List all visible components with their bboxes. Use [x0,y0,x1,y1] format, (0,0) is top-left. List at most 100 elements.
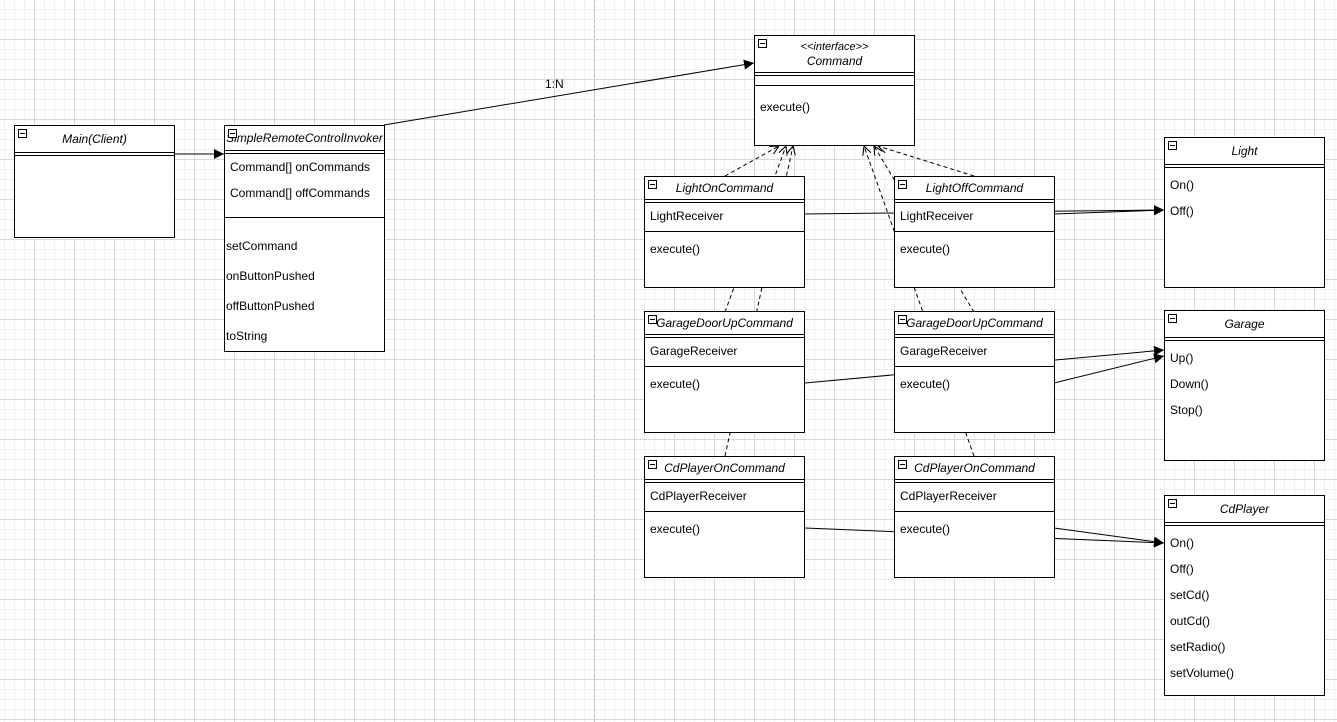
methods-section: execute() [895,367,1054,397]
method-row: On() [1170,178,1194,192]
edge-garageup2-to-garage [1053,353,1165,384]
class-name: Command [806,53,863,68]
method-row: Stop() [1170,403,1203,417]
class-garage-door-up-command-right[interactable]: GarageDoorUpCommand GarageReceiver execu… [894,311,1055,433]
class-cdplayer-on-command-left[interactable]: CdPlayerOnCommand CdPlayerReceiver execu… [644,456,805,578]
methods-section: Up() Down() Stop() [1165,341,1324,423]
multiplicity-label: 1:N [545,77,564,91]
class-light[interactable]: Light On() Off() [1164,137,1325,288]
attribute-row: LightReceiver [650,209,724,223]
class-name: GarageDoorUpCommand [906,316,1043,330]
class-header: <<interface>> Command [755,36,914,76]
collapse-icon[interactable] [648,315,657,324]
edge-cdon2-to-cdplayer [1053,527,1165,547]
class-header: Light [1165,138,1324,168]
class-header: SimpleRemoteControlInvoker [225,126,384,154]
methods-section: execute() [645,232,804,262]
class-name: Main(Client) [62,132,127,146]
collapse-icon[interactable] [228,129,237,138]
collapse-icon[interactable] [898,180,907,189]
method-row: execute() [650,377,701,391]
class-header: Main(Client) [15,126,174,156]
collapse-icon[interactable] [758,39,767,48]
edge-lighton-realizes-command [724,146,779,177]
methods-section: execute() [895,512,1054,542]
attribute-row: CdPlayerReceiver [900,489,997,503]
methods-section: execute() [755,86,914,120]
class-name: SimpleRemoteControlInvoker [226,131,383,145]
class-name: LightOffCommand [925,181,1024,195]
class-header: CdPlayerOnCommand [895,457,1054,483]
method-row: setCommand [226,239,298,253]
stereotype-label: <<interface>> [800,40,869,53]
collapse-icon[interactable] [18,129,27,138]
method-row: Off() [1170,562,1194,576]
collapse-icon[interactable] [1168,314,1177,323]
class-name: GarageDoorUpCommand [656,316,793,330]
method-row: On() [1170,536,1194,550]
collapse-icon[interactable] [648,460,657,469]
edge-lightoff-realizes-command [878,146,975,177]
class-header: LightOnCommand [645,177,804,203]
class-garage-door-up-command-left[interactable]: GarageDoorUpCommand GarageReceiver execu… [644,311,805,433]
method-row: execute() [760,100,811,114]
attributes-section: Command[] onCommands Command[] offComman… [225,154,384,218]
class-header: LightOffCommand [895,177,1054,203]
method-row: execute() [650,242,701,256]
attributes-section [755,76,914,86]
class-main-client[interactable]: Main(Client) [14,125,175,238]
class-name: CdPlayerOnCommand [664,461,785,475]
class-simple-remote-control-invoker[interactable]: SimpleRemoteControlInvoker Command[] onC… [224,125,385,352]
class-light-off-command[interactable]: LightOffCommand LightReceiver execute() [894,176,1055,288]
methods-section: execute() [645,367,804,397]
method-row: execute() [650,522,701,536]
method-row: toString [226,329,268,343]
collapse-icon[interactable] [648,180,657,189]
method-row: onButtonPushed [226,269,315,283]
attribute-row: GarageReceiver [650,344,738,358]
class-header: GarageDoorUpCommand [645,312,804,338]
methods-section: setCommand onButtonPushed offButtonPushe… [225,218,384,351]
class-name: Garage [1224,317,1265,331]
class-header: CdPlayer [1165,496,1324,526]
method-row: Up() [1170,351,1194,365]
class-name: Light [1231,144,1258,158]
class-name: CdPlayerOnCommand [914,461,1035,475]
class-cdplayer[interactable]: CdPlayer On() Off() setCd() outCd() setR… [1164,495,1325,696]
method-row: Down() [1170,377,1209,391]
class-cdplayer-on-command-right[interactable]: CdPlayerOnCommand CdPlayerReceiver execu… [894,456,1055,578]
attributes-section: LightReceiver [895,203,1054,232]
attributes-section: CdPlayerReceiver [895,483,1054,512]
edge-lightoff-to-light [1053,205,1165,216]
page-break-divider [594,0,595,722]
attribute-row: Command[] onCommands [230,160,371,174]
attribute-row: Command[] offCommands [230,186,370,200]
method-row: outCd() [1170,614,1211,628]
collapse-icon[interactable] [898,460,907,469]
methods-section: On() Off() setCd() outCd() setRadio() se… [1165,526,1324,686]
methods-section: execute() [645,512,804,542]
class-light-on-command[interactable]: LightOnCommand LightReceiver execute() [644,176,805,288]
class-garage[interactable]: Garage Up() Down() Stop() [1164,310,1325,461]
attribute-row: CdPlayerReceiver [650,489,747,503]
method-row: setRadio() [1170,640,1226,654]
attributes-section: CdPlayerReceiver [645,483,804,512]
method-row: offButtonPushed [226,299,315,313]
collapse-icon[interactable] [1168,499,1177,508]
interface-command[interactable]: <<interface>> Command execute() [754,35,915,146]
class-name: LightOnCommand [675,181,774,195]
method-row: setCd() [1170,588,1210,602]
attribute-row: LightReceiver [900,209,974,223]
collapse-icon[interactable] [1168,141,1177,150]
collapse-icon[interactable] [898,315,907,324]
attributes-section: GarageReceiver [895,338,1054,367]
method-row: Off() [1170,204,1194,218]
class-header: CdPlayerOnCommand [645,457,804,483]
method-row: execute() [900,377,951,391]
methods-section: execute() [895,232,1054,262]
attributes-section: LightReceiver [645,203,804,232]
edge-invoker-to-command [383,59,755,126]
class-name: CdPlayer [1219,502,1270,516]
method-row: execute() [900,522,951,536]
